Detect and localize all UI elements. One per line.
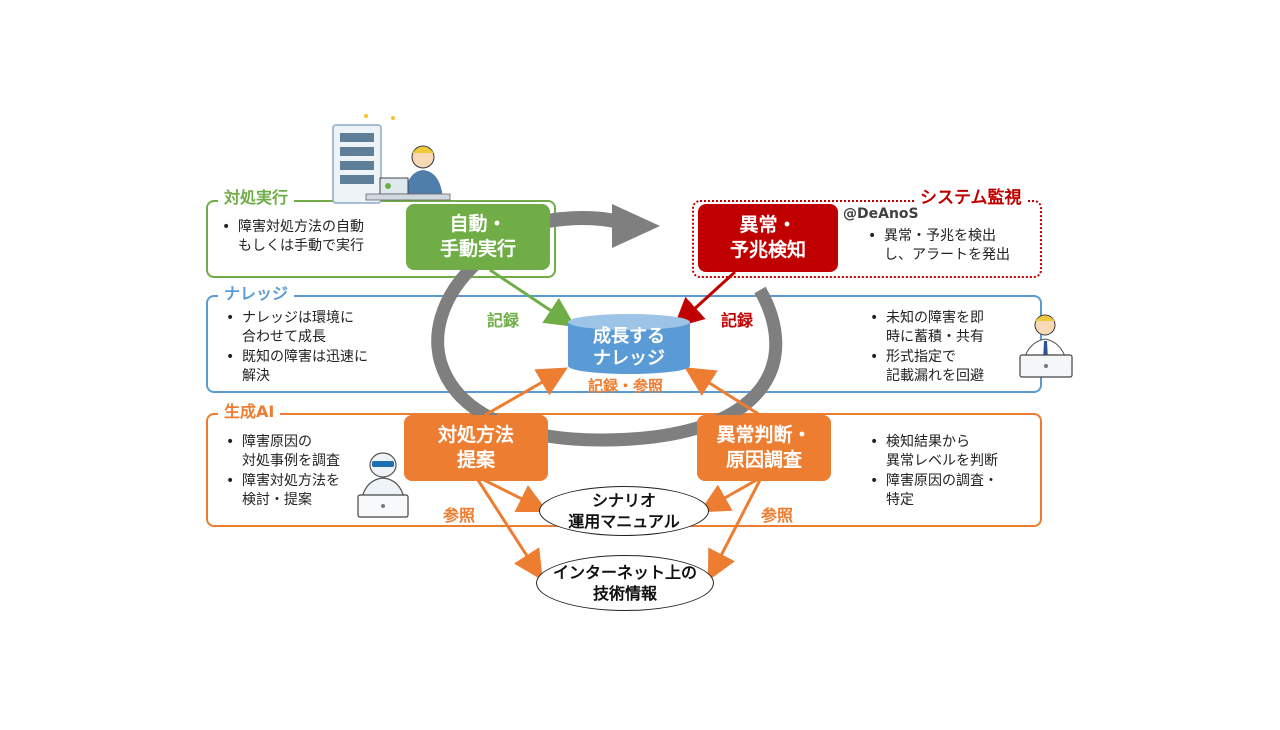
edge-label-ref-left: 参照 [443,506,476,525]
knowledge-bullets-left: ナレッジは環境に合わせて成長既知の障害は迅速に解決 [224,309,414,387]
deanos-tag: @DeAnoS [843,206,919,222]
node-judge: 異常判断・原因調査 [697,415,831,481]
node-scenario-line: 運用マニュアル [568,512,680,531]
node-detect-line: 予兆検知 [729,239,806,261]
node-scenario-line: シナリオ [591,491,656,510]
genai-bullets-left: 障害原因の対処事例を調査障害対処方法を検討・提案 [224,433,384,511]
genai-bullets-right: 検知結果から異常レベルを判断障害原因の調査・特定 [868,433,1033,511]
node-internet: インターネット上の技術情報 [536,555,714,611]
node-propose-line: 対処方法 [437,424,514,446]
node-internet-line: インターネット上の [552,563,697,582]
node-propose-line: 提案 [456,449,495,471]
action-panel-label: 対処実行 [218,189,295,207]
node-detect: 異常・予兆検知 [698,204,838,272]
edge-label-record-left: 記録 [487,311,520,330]
monitor-panel-label: システム監視 [914,189,1028,207]
node-detect-line: 異常・ [739,214,797,236]
node-scenario: シナリオ運用マニュアル [539,486,709,536]
edge-label-ref-right: 参照 [761,506,794,525]
node-knowledge: 成長するナレッジ [568,326,690,370]
node-knowledge-line: 成長する [593,326,665,347]
node-judge-line: 異常判断・ [716,424,812,446]
genai-panel-label: 生成AI [218,403,281,421]
knowledge-panel-label: ナレッジ [218,285,295,303]
node-exec-line: 自動・ [449,213,507,235]
node-exec: 自動・手動実行 [406,204,550,270]
edge-label-record-right: 記録 [721,311,754,330]
edge-label-record-ref: 記録・参照 [588,377,664,395]
node-judge-line: 原因調査 [725,449,802,471]
node-internet-line: 技術情報 [592,584,657,603]
node-knowledge-line: ナレッジ [593,348,665,369]
bullet-item: 障害原因の調査・特定 [868,472,1033,510]
node-exec-line: 手動実行 [439,238,516,260]
node-propose: 対処方法提案 [404,415,548,481]
